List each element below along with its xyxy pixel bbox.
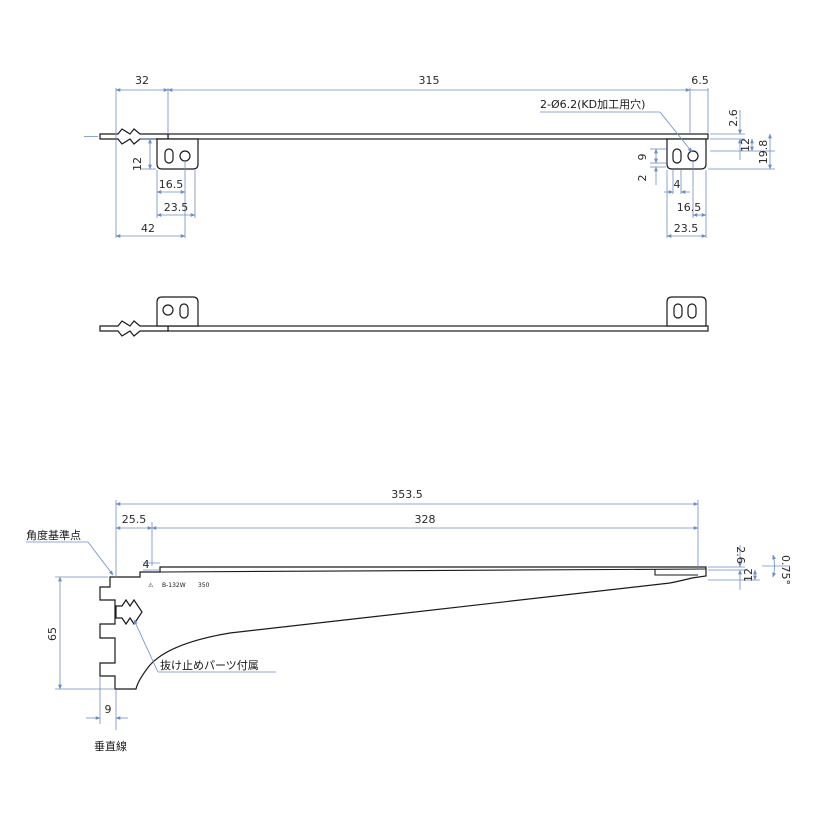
dim-4: 4 (674, 178, 681, 191)
dim-9-side: 9 (105, 703, 112, 716)
note-vertical-line: 垂直線 (94, 739, 127, 753)
side-stopper (115, 598, 143, 626)
dim-0-75-deg: 0.75° (779, 555, 792, 585)
front-stopper-part (99, 320, 169, 337)
dim-328: 328 (415, 513, 436, 526)
dim-12-side: 12 (742, 568, 755, 582)
front-left-hole (162, 304, 174, 316)
dim-315: 315 (419, 74, 440, 87)
dim-16-5-right: 16.5 (677, 201, 702, 214)
right-tab-slot (672, 148, 682, 164)
dim-32: 32 (135, 74, 149, 87)
left-tab (156, 138, 199, 170)
dim-4-side: 4 (143, 558, 150, 571)
dim-9: 9 (636, 154, 649, 161)
dim-19-8: 19.8 (757, 140, 770, 165)
stamp-mark: ⚠ (148, 582, 154, 589)
front-right-tab (666, 296, 707, 327)
stamp-code: B-132W (162, 582, 186, 589)
side-view: B-132W 350 ⚠ 353.5 25.5 328 4 2.6 12 0.7… (26, 488, 792, 753)
dim-2: 2 (636, 175, 649, 182)
dim-6-5: 6.5 (691, 74, 709, 87)
dim-2-6: 2.6 (727, 109, 740, 127)
hole-callout: 2-Ø6.2(KD加工用穴) (540, 97, 645, 111)
dim-23-5-right: 23.5 (674, 222, 699, 235)
dim-353-5: 353.5 (391, 488, 423, 501)
left-tab-slot (164, 148, 174, 164)
dim-12: 12 (739, 138, 752, 152)
note-angle-reference: 角度基準点 (26, 528, 81, 542)
stamp-size: 350 (198, 582, 210, 589)
top-rail (167, 133, 709, 140)
front-left-tab (156, 296, 199, 327)
front-rail (167, 325, 709, 332)
dim-12-left: 12 (131, 157, 144, 171)
note-stopper-included: 抜け止めパーツ付属 (160, 658, 259, 672)
side-bracket-body (99, 566, 707, 690)
front-view (99, 296, 709, 337)
dim-65: 65 (46, 627, 59, 641)
dim-2-6-side: 2.6 (734, 546, 747, 564)
front-right-slot-a (673, 303, 683, 319)
dim-25-5: 25.5 (122, 513, 147, 526)
left-tab-hole (179, 150, 191, 162)
top-view: 32 315 6.5 2-Ø6.2(KD加工用穴) 2.6 12 19.8 12… (84, 74, 775, 238)
dim-23-5-left: 23.5 (164, 201, 189, 214)
front-right-slot-b (687, 303, 697, 319)
dim-42: 42 (141, 222, 155, 235)
front-left-slot (179, 303, 189, 319)
right-tab-hole (687, 150, 699, 162)
dim-16-5-left: 16.5 (159, 178, 184, 191)
